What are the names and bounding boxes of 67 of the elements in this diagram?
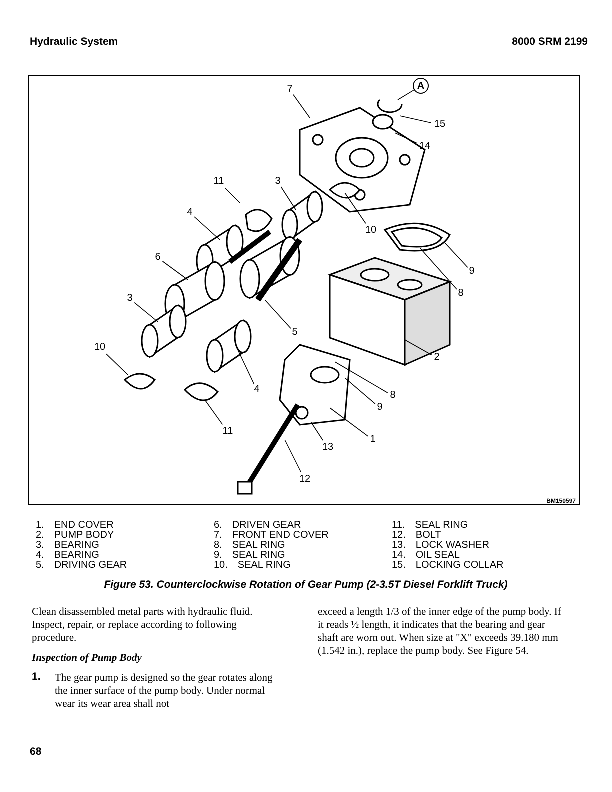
parts-list-item: 3. BEARING: [36, 540, 100, 551]
callout-number: 4: [252, 384, 262, 396]
parts-list-item: 11. SEAL RING: [392, 520, 470, 531]
leader-line: [394, 132, 418, 144]
callout-number: 6: [154, 252, 162, 264]
leader-line: [106, 354, 128, 376]
leader-line: [344, 378, 376, 404]
view-marker: A: [413, 78, 429, 94]
callout-number: 11: [212, 176, 226, 188]
parts-list-item: 2. PUMP BODY: [36, 530, 116, 541]
leader-line: [310, 422, 324, 441]
leader-line: [330, 408, 369, 437]
leader-line: [204, 400, 224, 426]
callout-number: 15: [433, 119, 447, 131]
body-paragraph: Clean disassembled metal parts with hydraulic fluid. Inspect, repair, or replace according to following procedure.: [32, 606, 254, 645]
callout-number: 2: [432, 352, 442, 364]
parts-list-item: 14. OIL SEAL: [392, 550, 461, 561]
callout-number: 4: [186, 207, 194, 219]
callout-number: 1: [368, 434, 378, 446]
callout-number: 13: [321, 442, 335, 454]
callout-number: 9: [376, 402, 384, 414]
leader-line: [444, 242, 468, 268]
callout-number: 10: [364, 225, 378, 237]
document-number: 8000 SRM 2199: [511, 37, 588, 48]
parts-list-item: 12. BOLT: [392, 530, 442, 541]
section-heading: Inspection of Pump Body: [32, 652, 143, 665]
leader-line: [134, 302, 158, 322]
callout-number: 3: [274, 176, 282, 188]
figure-caption: Figure 53. Counterclockwise Rotation of Gear Pump (2-3.5T Diesel Forklift Truck): [103, 580, 509, 591]
callout-number: 7: [286, 84, 294, 96]
callout-number: 9: [468, 266, 476, 278]
leader-line: [194, 216, 220, 240]
parts-list-item: 6. DRIVEN GEAR: [214, 520, 302, 531]
callout-number: 8: [456, 288, 466, 300]
callout-number: 12: [298, 474, 312, 486]
leader-line: [344, 192, 366, 224]
leader-line: [225, 188, 240, 204]
leader-line: [293, 94, 310, 118]
leader-line: [420, 248, 458, 290]
parts-list-item: 4. BEARING: [36, 550, 100, 561]
parts-list-item: 13. LOCK WASHER: [392, 540, 490, 551]
parts-list-item: 8. SEAL RING: [214, 540, 286, 551]
running-header: Hydraulic System: [30, 37, 120, 48]
callout-number: 11: [221, 426, 235, 438]
parts-list-item: 9. SEAL RING: [214, 550, 286, 561]
callout-number: 8: [388, 390, 398, 402]
step-text: exceed a length 1/3 of the inner edge of the pump body. If it reads ½ length, it indicates that the bearing and gear shaft are worn out. When size at "X" exceeds 39.180 mm (1.542 in.), replace the pump body. See Figure 54.: [318, 606, 562, 658]
leader-line: [162, 261, 188, 280]
parts-list-item: 10. SEAL RING: [214, 560, 292, 571]
leader-line: [280, 186, 296, 210]
leader-line: [238, 350, 255, 385]
parts-list-item: 1. END COVER: [36, 520, 115, 531]
parts-list-item: 7. FRONT END COVER: [214, 530, 330, 541]
page-number: 68: [30, 747, 43, 758]
parts-list-item: 15. LOCKING COLLAR: [392, 560, 505, 571]
leader-line: [334, 362, 388, 394]
leader-line: [284, 440, 302, 472]
leader-line: [398, 90, 415, 100]
parts-list-item: 5. DRIVING GEAR: [36, 560, 128, 571]
step-text: The gear pump is designed so the gear rotates along the inner surface of the pump body. Under normal wear its wear area shall not: [55, 672, 274, 711]
leader-line: [404, 340, 432, 356]
callout-number: 5: [290, 327, 300, 339]
leader-line: [400, 116, 432, 124]
step-number: 1.: [32, 672, 42, 683]
callout-number: 10: [93, 342, 107, 354]
leader-line: [264, 300, 292, 329]
callout-number: 3: [126, 293, 134, 305]
